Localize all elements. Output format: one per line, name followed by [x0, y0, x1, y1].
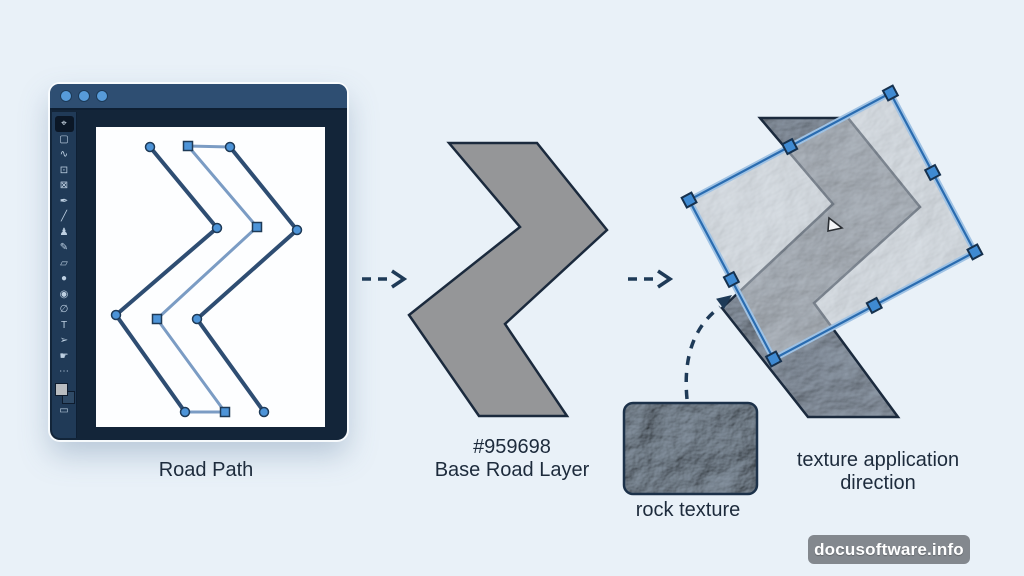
blur-tool-icon[interactable]: ● — [60, 273, 68, 284]
editor-window: ⌖ ▢ ∿ ⊡ ⊠ ✒ ╱ ♟ ✎ ▱ ● ◉ ∅ T ➢ ☛ ⋯ ▭ — [50, 84, 347, 440]
eraser-tool-icon[interactable]: ▱ — [60, 257, 68, 269]
texture-direction-caption: texture application direction — [796, 449, 960, 494]
path-select-tool-icon[interactable]: ➢ — [59, 335, 69, 346]
path-center-guide — [154, 144, 260, 414]
document-canvas[interactable] — [96, 127, 325, 427]
transform-tool-icon[interactable]: ⊠ — [59, 180, 69, 191]
type-tool-icon[interactable]: T — [60, 319, 68, 331]
path-square-anchors[interactable] — [151, 140, 263, 418]
road-path-caption: Road Path — [158, 459, 254, 481]
pen-tool-icon[interactable]: ∅ — [59, 304, 69, 315]
clone-stamp-tool-icon[interactable]: ♟ — [59, 226, 69, 238]
flow-arrow-1 — [362, 269, 408, 289]
hand-tool-icon[interactable]: ☛ — [59, 350, 69, 362]
path-anchor-points[interactable] — [110, 141, 303, 418]
eyedropper-tool-icon[interactable]: ✒ — [59, 195, 69, 207]
rock-texture-swatch — [622, 401, 759, 496]
watermark-badge: docusoftware.info — [808, 535, 970, 564]
road-path-drawing — [110, 140, 303, 418]
color-swatches[interactable] — [54, 382, 75, 404]
window-titlebar[interactable] — [50, 84, 347, 110]
selection-handles[interactable] — [680, 84, 984, 368]
rock-texture-caption: rock texture — [635, 499, 741, 521]
crop-tool-icon[interactable]: ⊡ — [59, 164, 69, 176]
lasso-tool-icon[interactable]: ∿ — [59, 149, 69, 160]
flow-arrow-2 — [628, 269, 674, 289]
screen-mode-icon[interactable]: ▭ — [59, 404, 69, 416]
move-tool-icon[interactable]: ⌖ — [54, 116, 74, 132]
window-control-close[interactable] — [60, 90, 72, 102]
tool-palette: ⌖ ▢ ∿ ⊡ ⊠ ✒ ╱ ♟ ✎ ▱ ● ◉ ∅ T ➢ ☛ ⋯ ▭ — [52, 112, 77, 438]
window-control-maximize[interactable] — [96, 90, 108, 102]
texture-direction-arrow — [684, 295, 732, 400]
brush-tool-icon[interactable]: ╱ — [60, 211, 68, 222]
window-control-minimize[interactable] — [78, 90, 90, 102]
more-tools-icon[interactable]: ⋯ — [59, 366, 69, 377]
cursor-icon — [827, 216, 844, 233]
path-outer-edges — [113, 145, 300, 414]
zoom-tool-icon[interactable]: ◉ — [59, 288, 69, 300]
base-road-layer-label: Base Road Layer — [434, 459, 590, 481]
watermark-text: docusoftware.info — [814, 539, 964, 559]
history-brush-tool-icon[interactable]: ✎ — [59, 242, 69, 253]
marquee-tool-icon[interactable]: ▢ — [59, 133, 69, 145]
base-road-layer-caption: #959698 Base Road Layer — [402, 436, 622, 482]
base-color-hex: #959698 — [473, 436, 551, 458]
foreground-color-swatch[interactable] — [54, 382, 68, 396]
base-road-layer-shape — [407, 141, 609, 418]
